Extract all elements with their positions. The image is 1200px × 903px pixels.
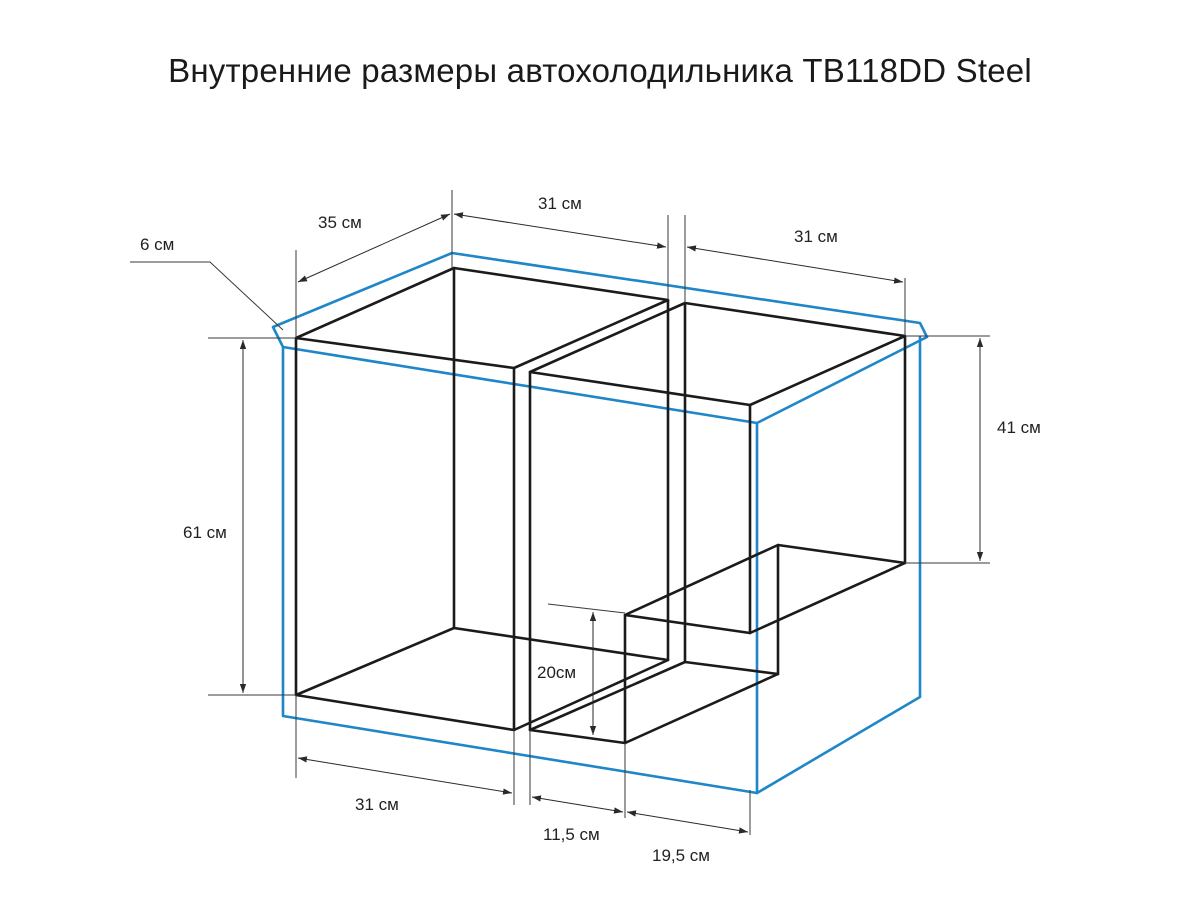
bottom-width-left-arrow <box>297 756 513 795</box>
left-compartment <box>294 266 670 732</box>
right-compartment <box>528 301 907 745</box>
left-compartment-front <box>294 336 516 732</box>
height-right-label: 41 см <box>997 418 1041 437</box>
left-compartment-floor <box>294 626 670 732</box>
wall-thickness-leader <box>130 261 284 331</box>
top-width-right-label: 31 см <box>794 227 838 246</box>
extension-lines <box>130 190 990 835</box>
top-width-left-label: 31 см <box>538 194 582 213</box>
bottom-gap-label: 11,5 см <box>543 825 600 844</box>
outer-housing-outline <box>271 251 929 795</box>
bottom-width-right-label: 19,5 см <box>652 846 710 865</box>
height-left-label: 61 см <box>183 523 227 542</box>
outer-left-face <box>281 345 759 795</box>
diagram-title: Внутренние размеры автохолодильника TB11… <box>168 52 1032 89</box>
depth-arrow <box>297 213 451 283</box>
outer-top-rim <box>271 251 929 425</box>
bottom-width-left-label: 31 см <box>355 795 399 814</box>
top-width-right-arrow <box>686 245 904 284</box>
dimension-arrows <box>239 212 984 834</box>
depth-label: 35 см <box>318 213 362 232</box>
bottom-gap-arrow <box>531 795 624 814</box>
wall-thickness-label: 6 см <box>140 235 174 254</box>
left-compartment-top <box>294 266 670 370</box>
outer-right-face <box>755 335 922 795</box>
right-compartment-top <box>528 301 907 407</box>
step-height-label: 20см <box>537 663 576 682</box>
top-width-left-arrow <box>453 212 667 249</box>
bottom-width-right-arrow <box>626 810 749 834</box>
step-floor <box>528 660 780 745</box>
dimension-labels: 6 см 35 см 31 см 31 см 61 см 41 см 20см … <box>140 194 1041 865</box>
